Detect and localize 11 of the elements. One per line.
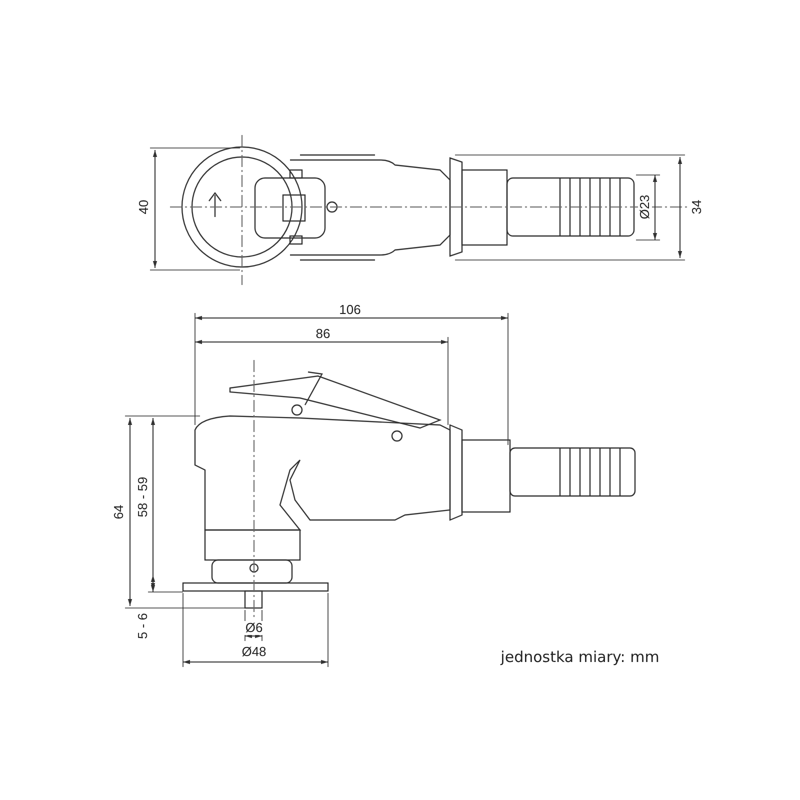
dimension-label: Ø48: [240, 645, 268, 659]
dimension-label: Ø6: [244, 621, 264, 635]
dimension-label: 5 - 6: [136, 612, 150, 640]
dimension-label: 34: [690, 198, 704, 216]
dimension-label: Ø23: [638, 194, 652, 220]
dimension-label: 106: [338, 303, 362, 317]
dimension-label: 40: [137, 198, 151, 216]
unit-note: jednostka miary: mm: [500, 650, 660, 664]
dimension-label: 86: [314, 327, 332, 341]
dimension-label: 64: [112, 504, 126, 520]
dimension-label: 58 - 59: [136, 476, 150, 518]
